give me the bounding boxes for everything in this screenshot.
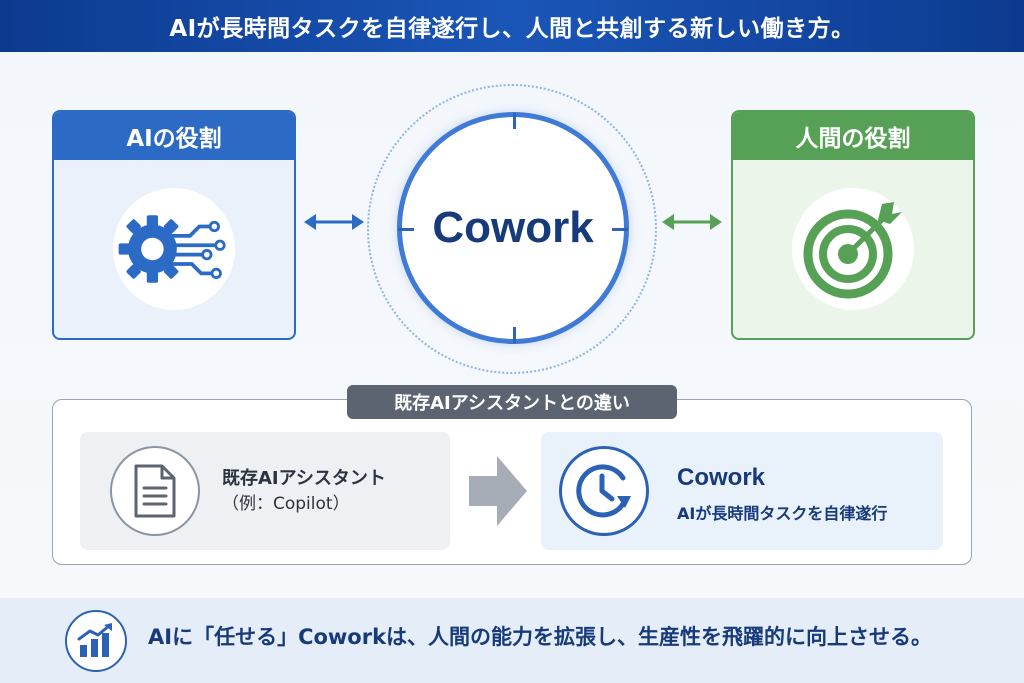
cowork-panel-subtitle: AIが長時間タスクを自律遂行 <box>677 504 888 523</box>
target-arrow-icon <box>803 202 902 299</box>
growth-chart-icon <box>77 623 112 657</box>
cowork-title: Cowork <box>432 203 594 252</box>
document-icon <box>134 464 176 518</box>
existing-assistant-subtitle: （例：Copilot） <box>222 494 350 515</box>
clock-refresh-icon <box>576 464 631 518</box>
comparison-label-text: 既存AIアシスタントとの違い <box>394 393 630 414</box>
human-role-body <box>733 160 973 338</box>
existing-assistant-panel: 既存AIアシスタント （例：Copilot） <box>80 432 450 550</box>
ai-role-title: AIの役割 <box>126 126 222 152</box>
bidirectional-arrow-left <box>304 214 364 230</box>
ai-role-card: AIの役割 <box>52 110 296 340</box>
human-role-title: 人間の役割 <box>795 126 911 152</box>
right-arrow-icon <box>469 456 527 526</box>
ai-role-icon-disc <box>113 188 235 310</box>
human-role-icon-disc <box>792 188 914 310</box>
footer-icon-disc <box>65 610 127 672</box>
human-role-card: 人間の役割 <box>731 110 975 340</box>
existing-assistant-text: 既存AIアシスタント （例：Copilot） <box>222 466 386 517</box>
footer-band <box>0 598 1024 683</box>
cowork-panel-title: Cowork <box>677 464 766 491</box>
existing-assistant-icon-disc <box>110 446 200 536</box>
footer-text: AIに「任せる」Coworkは、人間の能力を拡張し、生産性を飛躍的に向上させる。 <box>148 625 933 649</box>
cowork-icon-disc <box>559 446 649 536</box>
gear-circuit-icon <box>118 215 226 283</box>
existing-assistant-title: 既存AIアシスタント <box>222 468 386 489</box>
bidirectional-arrow-right <box>662 214 722 230</box>
cowork-panel: Cowork AIが長時間タスクを自律遂行 <box>541 432 943 550</box>
cowork-circle: Cowork <box>397 112 629 344</box>
header-banner: AIが長時間タスクを自律遂行し、人間と共創する新しい働き方。 <box>0 0 1024 52</box>
human-role-header: 人間の役割 <box>733 112 973 160</box>
comparison-label: 既存AIアシスタントとの違い <box>347 385 677 419</box>
ai-role-header: AIの役割 <box>54 112 294 160</box>
header-title: AIが長時間タスクを自律遂行し、人間と共創する新しい働き方。 <box>169 16 855 42</box>
cowork-dotted-orbit <box>367 84 657 374</box>
ai-role-body <box>54 160 294 338</box>
